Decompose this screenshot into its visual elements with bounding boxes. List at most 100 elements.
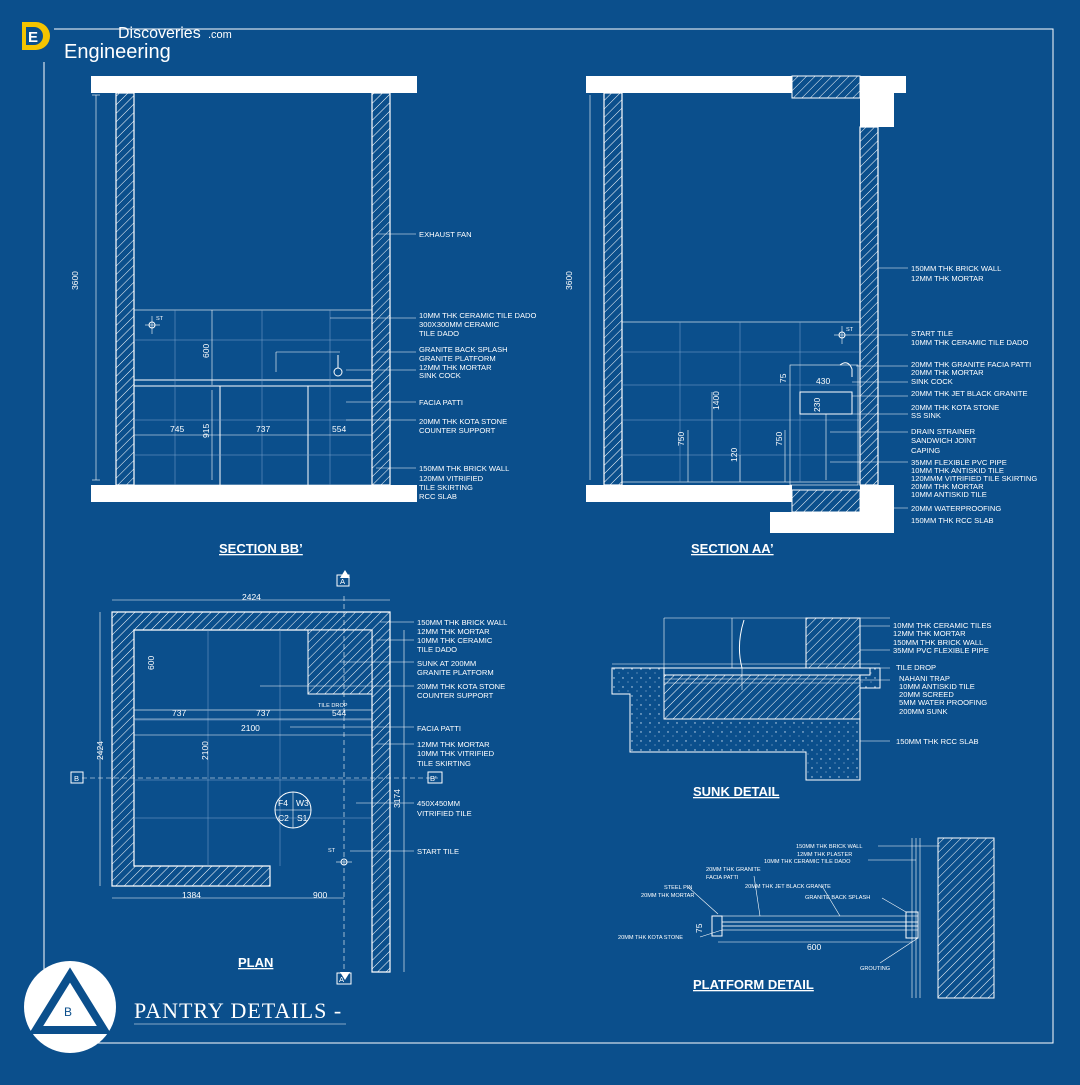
section-aa-st-label: ST bbox=[846, 327, 854, 333]
aa-label-17: 10MM ANTISKID TILE bbox=[911, 490, 987, 499]
aa-label-6: SINK COCK bbox=[911, 377, 953, 386]
plan-label-10: 10MM THK VITRIFIED bbox=[417, 749, 495, 758]
platform-label-6: 20MM THK MORTAR bbox=[641, 893, 694, 899]
platform-label-7: 20MM THK JET BLACK GRANITE bbox=[745, 884, 831, 890]
plan-dim-2100-v: 2100 bbox=[200, 741, 210, 760]
brand-word-main: Engineering bbox=[64, 41, 171, 63]
badge-triangle-icon bbox=[28, 967, 112, 1034]
plan-label-9: 12MM THK MORTAR bbox=[417, 740, 490, 749]
section-aa-faucet bbox=[839, 362, 853, 377]
section-aa-left-wall bbox=[603, 92, 623, 486]
section-aa-dim-75: 75 bbox=[778, 373, 788, 383]
plan-dim-900: 900 bbox=[313, 890, 327, 900]
plan-dim-544: 544 bbox=[332, 708, 346, 718]
aa-label-3: 10MM THK CERAMIC TILE DADO bbox=[911, 338, 1029, 347]
section-bb-drawing: ST bbox=[91, 76, 417, 502]
plan-dim-2100-h: 2100 bbox=[241, 723, 260, 733]
section-aa-leaders bbox=[830, 267, 908, 509]
section-aa-drawing: ST bbox=[586, 75, 906, 533]
section-aa-labels: 150MM THK BRICK WALL 12MM THK MORTAR STA… bbox=[911, 264, 1037, 525]
sunk-label-4: TILE DROP bbox=[896, 663, 936, 672]
bb-label-6: 12MM THK MORTAR bbox=[419, 363, 492, 372]
section-bb-top-slab bbox=[91, 76, 417, 93]
sunk-detail-title: SUNK DETAIL bbox=[693, 784, 779, 799]
platform-detail-drawing bbox=[711, 837, 995, 999]
platform-granite bbox=[721, 915, 919, 923]
plan-st-label: ST bbox=[328, 848, 336, 854]
bb-label-10: COUNTER SUPPORT bbox=[419, 426, 496, 435]
plan-dim-600: 600 bbox=[146, 656, 156, 670]
section-aa-dim-750a: 750 bbox=[676, 432, 686, 446]
section-aa-dim-3600: 3600 bbox=[564, 271, 574, 290]
bb-label-2: 300X300MM CERAMIC bbox=[419, 320, 500, 329]
brand-word-top: Discoveries bbox=[118, 25, 201, 42]
plan-tag-s1: S1 bbox=[297, 813, 308, 823]
section-bb-left-wall bbox=[115, 92, 135, 486]
plan-marker-a-top: A bbox=[340, 577, 346, 586]
platform-kota-stone bbox=[721, 925, 919, 931]
bb-label-0: EXHAUST FAN bbox=[419, 230, 472, 239]
aa-label-16: 20MM THK MORTAR bbox=[911, 482, 984, 491]
sunk-label-5: NAHANI TRAP bbox=[899, 674, 950, 683]
platform-facia-patti bbox=[711, 915, 723, 937]
sunk-label-0: 10MM THK CERAMIC TILES bbox=[893, 621, 991, 630]
platform-label-0: 150MM THK BRICK WALL bbox=[796, 844, 863, 850]
plan-tag-w3: W3 bbox=[296, 798, 309, 808]
section-aa-sunk bbox=[791, 489, 861, 513]
section-bb-title: SECTION BB’ bbox=[219, 541, 303, 556]
plan-label-11: TILE SKIRTING bbox=[417, 759, 471, 768]
sunk-pvc-pipe bbox=[738, 619, 745, 669]
platform-label-10: GROUTING bbox=[860, 966, 890, 972]
platform-labels: 150MM THK BRICK WALL 12MM THK PLASTER 10… bbox=[618, 844, 890, 972]
aa-label-1: 12MM THK MORTAR bbox=[911, 274, 984, 283]
sunk-label-3: 35MM PVC FLEXIBLE PIPE bbox=[893, 646, 989, 655]
sunk-detail-drawing bbox=[611, 617, 890, 781]
section-aa-right-wall bbox=[859, 126, 879, 486]
sunk-fill bbox=[663, 674, 861, 720]
plan-marker-a-bottom: A' bbox=[339, 975, 346, 984]
section-bb-dim-737: 737 bbox=[256, 424, 270, 434]
section-bb-labels: EXHAUST FAN 10MM THK CERAMIC TILE DADO 3… bbox=[419, 230, 537, 501]
platform-label-8: GRANITE BACK SPLASH bbox=[805, 895, 870, 901]
bb-label-4: GRANITE BACK SPLASH bbox=[419, 345, 508, 354]
plan-label-6: 20MM THK KOTA STONE bbox=[417, 682, 505, 691]
section-bb-dim-915: 915 bbox=[201, 424, 211, 438]
section-aa-title: SECTION AA’ bbox=[691, 541, 774, 556]
sheet-title: PANTRY DETAILS - bbox=[134, 998, 342, 1023]
platform-detail-title: PLATFORM DETAIL bbox=[693, 977, 814, 992]
aa-label-4: 20MM THK GRANITE FACIA PATTI bbox=[911, 360, 1031, 369]
platform-label-2: 10MM THK CERAMIC TILE DADO bbox=[764, 859, 851, 865]
section-bb-floor-slab bbox=[91, 485, 417, 502]
plan-title: PLAN bbox=[238, 955, 273, 970]
plan-dim-737a: 737 bbox=[172, 708, 186, 718]
aa-label-13: 35MM FLEXIBLE PVC PIPE bbox=[911, 458, 1007, 467]
aa-label-2: START TILE bbox=[911, 329, 953, 338]
sunk-label-8: 5MM WATER PROOFING bbox=[899, 698, 987, 707]
brand-e-letter: E bbox=[28, 29, 38, 46]
platform-label-1: 12MM THK PLASTER bbox=[797, 852, 852, 858]
sunk-brick-wall bbox=[805, 617, 861, 669]
platform-leaders bbox=[687, 845, 940, 964]
plan-leaders bbox=[260, 621, 414, 852]
plan-tag-c2: C2 bbox=[278, 813, 289, 823]
aa-label-8: 20MM THK KOTA STONE bbox=[911, 403, 999, 412]
plan-dim-3174: 3174 bbox=[392, 789, 402, 808]
platform-label-9: 20MM THK KOTA STONE bbox=[618, 935, 683, 941]
section-bb-st-label: ST bbox=[156, 316, 164, 322]
plan-tag-f4: F4 bbox=[278, 798, 288, 808]
platform-dim-600: 600 bbox=[807, 942, 821, 952]
section-bb-dim-554: 554 bbox=[332, 424, 346, 434]
aa-label-7: 20MM THK JET BLACK GRANITE bbox=[911, 389, 1028, 398]
bb-label-7: SINK COCK bbox=[419, 371, 461, 380]
sheet-border bbox=[43, 28, 1054, 1044]
section-aa-floor-slab bbox=[586, 485, 792, 502]
section-bb-dim-3600: 3600 bbox=[70, 271, 80, 290]
aa-label-9: SS SINK bbox=[911, 411, 941, 420]
plan-label-5: GRANITE PLATFORM bbox=[417, 668, 494, 677]
bb-label-1: 10MM THK CERAMIC TILE DADO bbox=[419, 311, 537, 320]
plan-label-3: TILE DADO bbox=[417, 645, 457, 654]
plan-label-13: VITRIFIED TILE bbox=[417, 809, 472, 818]
aa-label-11: SANDWICH JOINT bbox=[911, 436, 977, 445]
plan-marker-b-right: B' bbox=[430, 774, 437, 783]
section-aa-dim-750b: 750 bbox=[774, 432, 784, 446]
